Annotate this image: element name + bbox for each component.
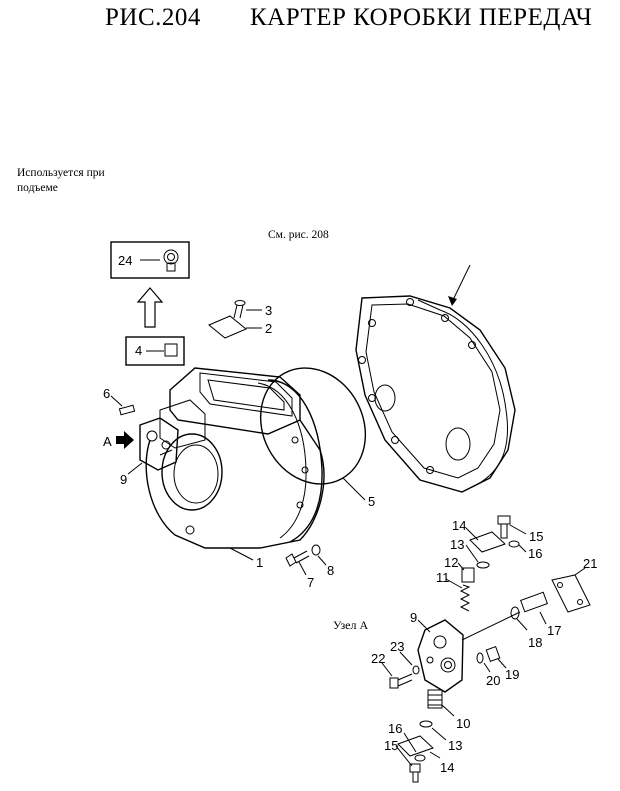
callout-17: 17 — [547, 623, 561, 638]
callout-19: 19 — [505, 667, 519, 682]
callout-15-bottom: 15 — [384, 738, 398, 753]
figure-reference: См. рис. 208 — [268, 229, 329, 241]
cover-plate-2 — [208, 315, 247, 339]
callout-8: 8 — [327, 563, 334, 578]
callout-2: 2 — [265, 321, 272, 336]
bolt-3 — [233, 300, 246, 319]
lifting-eye-icon — [163, 249, 179, 272]
plug-callout: 4 — [125, 336, 185, 366]
plug-19 — [485, 646, 501, 662]
callout-16-bottom: 16 — [388, 721, 402, 736]
callout-24: 24 — [118, 253, 132, 268]
bolt-15-bottom — [409, 763, 421, 783]
callout-detail-9: 9 — [410, 610, 417, 625]
transmission-case — [139, 367, 325, 549]
callout-4: 4 — [135, 343, 142, 358]
bolt-15-top — [497, 515, 511, 539]
callout-5: 5 — [368, 494, 375, 509]
washer-16-bottom — [414, 754, 426, 762]
washer-20 — [476, 652, 484, 664]
flywheel-housing — [355, 295, 516, 493]
view-a-marker: А — [103, 434, 112, 449]
plug-box — [125, 336, 185, 366]
view-a-arrow-icon — [116, 431, 134, 449]
cover-14-bottom — [397, 735, 434, 757]
callout-14-bottom: 14 — [440, 760, 454, 775]
callout-6: 6 — [103, 386, 110, 401]
cover-14-top — [469, 531, 506, 553]
callout-10: 10 — [456, 716, 470, 731]
figure-number: РИС.204 — [105, 4, 201, 31]
callout-11: 11 — [436, 570, 450, 585]
callout-18: 18 — [528, 635, 542, 650]
o-ring-5 — [259, 367, 367, 485]
lifting-eye-callout: 24 — [110, 241, 190, 279]
washer-8 — [311, 544, 321, 556]
o-ring-13-bottom — [419, 720, 433, 728]
callout-16-top: 16 — [528, 546, 542, 561]
spring-10 — [427, 689, 443, 709]
lifting-note-line2: подъеме — [17, 182, 58, 194]
bolt-22 — [389, 673, 413, 689]
lifting-note: Используется при подъеме — [17, 166, 105, 196]
callout-23: 23 — [390, 639, 404, 654]
callout-20: 20 — [486, 673, 500, 688]
sleeve-12 — [461, 567, 475, 583]
detail-a-label: Узел А — [333, 618, 369, 632]
lifting-note-line1: Используется при — [17, 167, 105, 179]
callout-3: 3 — [265, 303, 272, 318]
cover-21 — [551, 574, 591, 613]
reference-arrow-icon — [448, 264, 471, 306]
callout-12: 12 — [444, 555, 458, 570]
o-ring-13-top — [476, 561, 490, 569]
dowel-pin-6 — [118, 404, 136, 416]
callout-7: 7 — [307, 575, 314, 590]
callout-13-top: 13 — [450, 537, 464, 552]
replace-arrow-icon — [136, 287, 164, 328]
plug-icon — [164, 343, 178, 357]
valve-body-9 — [417, 619, 464, 693]
callout-1: 1 — [256, 555, 263, 570]
washer-16-top — [508, 540, 520, 548]
callout-13-bottom: 13 — [448, 738, 462, 753]
bolt-7 — [285, 550, 310, 567]
callout-21: 21 — [583, 556, 597, 571]
callout-22: 22 — [371, 651, 385, 666]
piston-17 — [520, 591, 548, 613]
spring-11 — [459, 584, 471, 612]
callout-9: 9 — [120, 472, 127, 487]
callout-15-top: 15 — [529, 529, 543, 544]
washer-23 — [412, 665, 420, 675]
callout-14-top: 14 — [452, 518, 466, 533]
lifting-eye-box — [110, 241, 190, 279]
figure-title: КАРТЕР КОРОБКИ ПЕРЕДАЧ — [250, 4, 593, 31]
